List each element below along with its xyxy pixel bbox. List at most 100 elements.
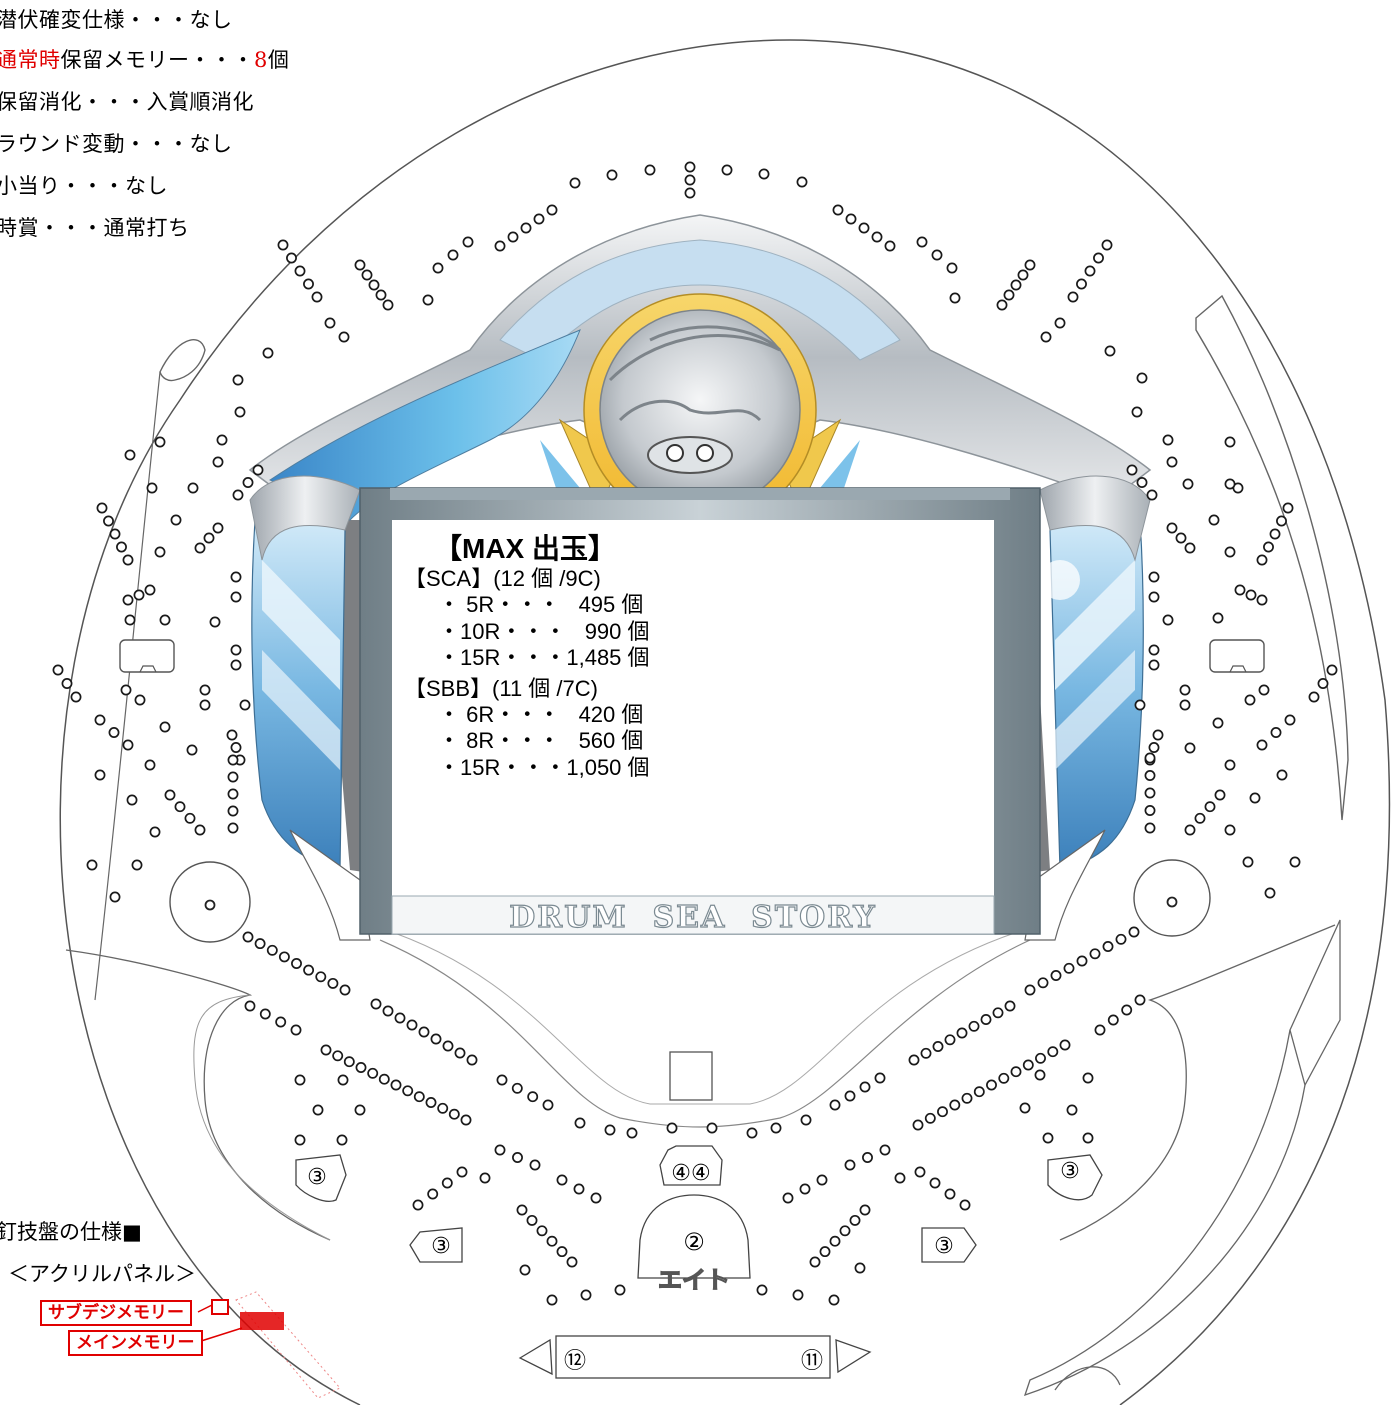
- nail: [122, 554, 134, 566]
- left-blue-wing: [269, 329, 581, 521]
- nail: [227, 754, 239, 766]
- nail: [154, 436, 166, 448]
- nail: [929, 1177, 941, 1189]
- nail: [286, 252, 297, 264]
- nail: [536, 1225, 548, 1237]
- nail: [606, 169, 618, 181]
- nail: [1067, 291, 1079, 303]
- nail: [512, 1152, 523, 1163]
- nail: [542, 1099, 554, 1111]
- nail: [406, 1019, 418, 1031]
- payout-row: ・ 8R・・・ 560 個: [438, 728, 644, 753]
- acrylic-memory-panel: [197, 1291, 341, 1399]
- nail: [809, 1256, 821, 1268]
- nail: [1152, 729, 1164, 741]
- nail: [1282, 502, 1294, 514]
- left-lower-guide: [65, 949, 331, 1241]
- nail: [174, 801, 186, 813]
- nail: [230, 644, 242, 656]
- nail: [227, 805, 239, 817]
- nail: [394, 1012, 406, 1024]
- nail: [1184, 824, 1196, 836]
- nail: [1212, 612, 1224, 624]
- nail: [1146, 489, 1158, 501]
- nail: [1276, 769, 1288, 781]
- nail: [212, 522, 224, 534]
- nail: [1084, 265, 1096, 277]
- nail: [1184, 742, 1196, 754]
- nail: [441, 1177, 453, 1189]
- spec-line-small-hit: 小当り・・・なし: [0, 174, 168, 198]
- nail: [234, 406, 246, 418]
- nail: [932, 1041, 944, 1052]
- nail: [61, 678, 73, 689]
- nail: [456, 1166, 468, 1178]
- nail: [294, 1074, 306, 1086]
- nail: [746, 1127, 758, 1139]
- nail: [154, 546, 166, 558]
- nail: [149, 826, 161, 838]
- nail: [216, 434, 228, 446]
- nail: [1179, 699, 1191, 711]
- nail: [1104, 345, 1116, 357]
- nail: [914, 1166, 926, 1178]
- spec-line-hold-memory: 通常時保留メモリー・・・8個: [0, 48, 290, 72]
- nail: [108, 727, 120, 738]
- nail: [294, 1134, 306, 1146]
- nail: [1224, 759, 1236, 771]
- nail: [1166, 456, 1178, 468]
- right-lower-pocket: ③: [921, 1227, 977, 1263]
- nail: [884, 240, 896, 252]
- nail: [1212, 717, 1224, 729]
- nail: [946, 262, 958, 274]
- nail: [1148, 591, 1160, 603]
- nail: [239, 699, 251, 711]
- nail: [684, 161, 696, 173]
- nail: [1224, 824, 1236, 836]
- nail: [390, 1079, 402, 1091]
- nail: [526, 1214, 538, 1226]
- screen-logo: DRUM SEA STORY: [509, 900, 876, 935]
- nail: [290, 1024, 302, 1036]
- nail: [227, 771, 239, 783]
- nail: [244, 1000, 256, 1012]
- nail: [1066, 1104, 1078, 1116]
- nail: [144, 759, 156, 771]
- nail: [832, 204, 844, 216]
- nail: [844, 1090, 856, 1102]
- nail: [294, 265, 306, 277]
- nail: [413, 1091, 425, 1103]
- nail: [94, 769, 106, 781]
- nail: [721, 164, 733, 176]
- nail: [1076, 278, 1087, 290]
- nail: [418, 1026, 430, 1038]
- nail: [354, 259, 366, 271]
- spec-line-time-play: 時賞・・・通常打ち: [0, 216, 190, 240]
- nail: [580, 1289, 592, 1301]
- right-gate: [1209, 639, 1265, 673]
- nail: [1308, 691, 1320, 703]
- nail: [259, 1008, 271, 1020]
- nail: [756, 1284, 768, 1296]
- logo-band: [391, 895, 995, 935]
- nail: [479, 1172, 491, 1184]
- nail: [912, 1119, 924, 1131]
- nail: [992, 1007, 1004, 1019]
- nail: [103, 515, 114, 527]
- nail: [262, 347, 274, 359]
- nail: [324, 317, 336, 329]
- nail: [1224, 546, 1236, 558]
- nail: [361, 269, 373, 281]
- nail: [1144, 770, 1156, 781]
- nail: [242, 931, 254, 943]
- nail: [212, 456, 224, 468]
- svg-text:②: ②: [683, 1228, 705, 1256]
- nail: [758, 168, 770, 180]
- nail: [448, 1108, 460, 1120]
- nail: [844, 1159, 856, 1171]
- left-lower-pocket: ③: [409, 1227, 463, 1263]
- left-upper-pocket: ③: [295, 1154, 347, 1202]
- nail: [684, 187, 696, 199]
- nail: [120, 684, 132, 696]
